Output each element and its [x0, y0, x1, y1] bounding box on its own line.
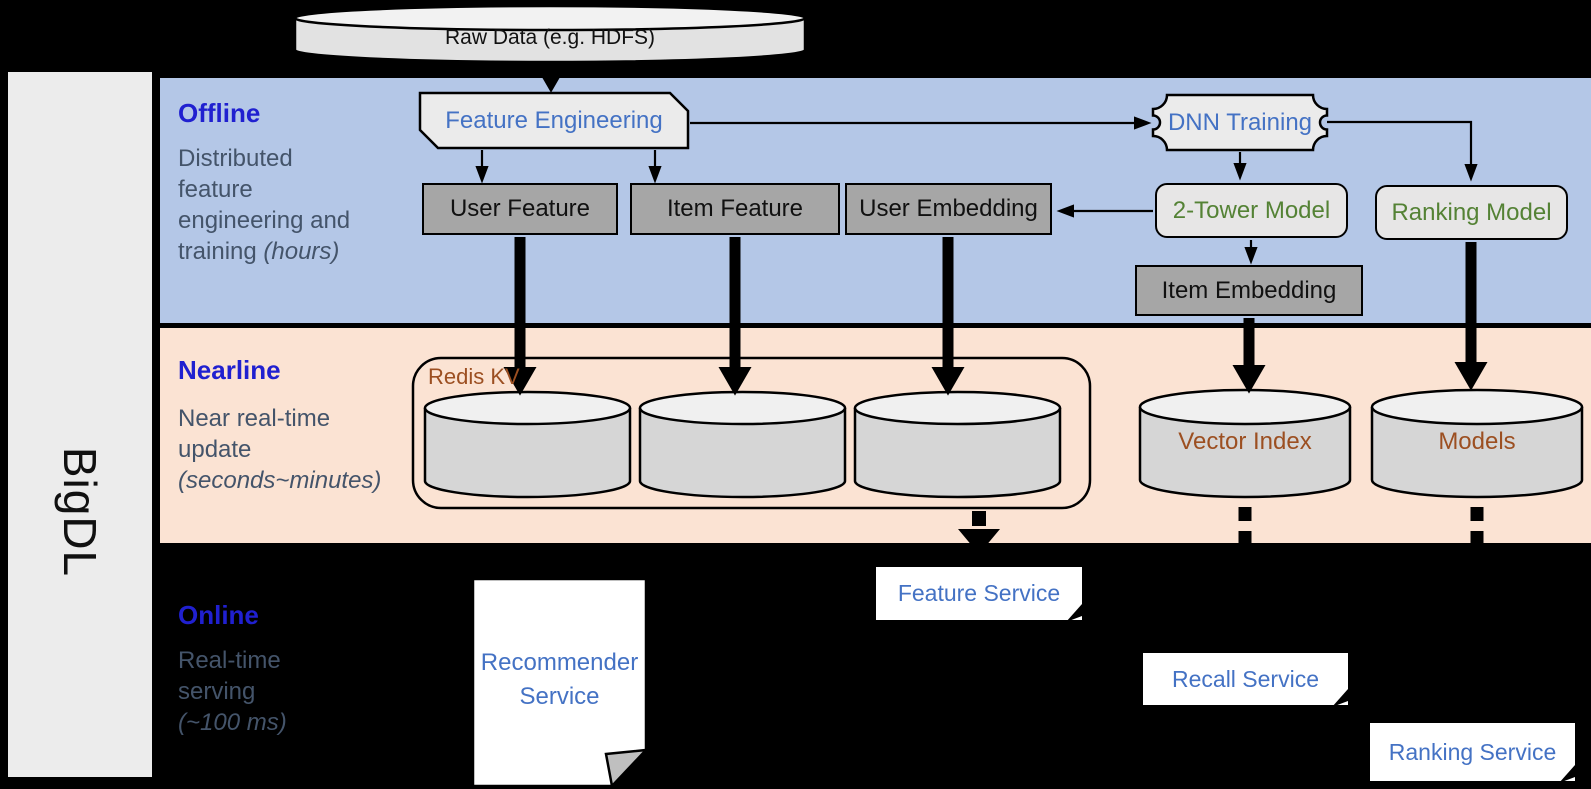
item-embedding-label: Item Embedding: [1161, 276, 1337, 304]
nearline-desc-line2: update: [178, 436, 252, 463]
recall-service-label: Recall Service: [1172, 665, 1319, 692]
user-feature-label: User Feature: [449, 195, 591, 222]
two-tower-model-box: [1155, 183, 1348, 238]
online-lane-desc: Real-time serving (~100 ms): [178, 645, 398, 738]
user-embedding-label: User Embedding: [859, 195, 1038, 222]
dnn-training-shape: [1151, 93, 1329, 152]
feature-service-label: Feature Service: [897, 580, 1061, 606]
offline-lane-desc: Distributed feature engineering and trai…: [178, 143, 428, 267]
redis-kv-label: Redis KV: [428, 364, 520, 389]
offline-desc-line3: engineering and: [178, 207, 351, 234]
user-feature-box: [422, 183, 618, 235]
nearline-desc-line3: (seconds~minutes): [178, 467, 382, 494]
feature-service-box: [876, 567, 1082, 622]
offline-desc-line1: Distributed: [178, 145, 293, 172]
raw-data-label: Raw Data (e.g. HDFS): [444, 26, 656, 49]
online-desc-line3: (~100 ms): [178, 709, 287, 736]
offline-lane-title: Offline: [178, 98, 261, 128]
redis-cylinder-2: [638, 390, 847, 499]
ranking-service-box: [1370, 723, 1575, 783]
item-embedding-box: [1135, 265, 1363, 316]
feature-engineering-label: Feature Engineering: [445, 106, 663, 134]
nearline-desc-line1: Near real-time: [178, 405, 331, 432]
dnn-training-label: DNN Training: [1167, 108, 1313, 136]
ranking-service-label: Ranking Service: [1388, 738, 1557, 765]
models-label: Models: [1438, 428, 1516, 455]
offline-desc-line2: feature: [178, 176, 253, 203]
thick-arrows: [503, 61, 1488, 396]
models-cylinder: [1370, 388, 1584, 499]
redis-cylinder-3: [853, 390, 1062, 499]
online-desc-line1: Real-time: [178, 647, 281, 674]
thin-arrows: [475, 116, 1478, 265]
vector-index-cylinder: [1138, 388, 1352, 499]
recommender-service-label: Recommender Service: [480, 649, 639, 710]
two-tower-model-label: 2-Tower Model: [1172, 196, 1331, 224]
nearline-lane-title: Nearline: [178, 355, 281, 385]
dashed-connectors: [972, 507, 1484, 545]
item-feature-label: Item Feature: [666, 195, 804, 222]
offline-desc-line4: training (hours): [178, 238, 340, 265]
redis-kv-container: [411, 356, 1092, 510]
recall-service-box: [1143, 653, 1348, 707]
online-desc-line2: serving: [178, 678, 256, 705]
user-embedding-box: [845, 183, 1052, 235]
ranking-model-box: [1375, 185, 1568, 240]
feature-service-arrowhead: [958, 529, 1000, 547]
online-lane-title: Online: [178, 600, 259, 630]
vector-index-label: Vector Index: [1178, 428, 1312, 455]
item-feature-box: [630, 183, 840, 235]
ranking-model-label: Ranking Model: [1391, 198, 1552, 226]
nearline-lane-desc: Near real-time update (seconds~minutes): [178, 403, 438, 496]
bigdl-sidebar: BigDL: [8, 72, 152, 777]
redis-cylinder-1: [423, 390, 632, 499]
feature-engineering-shape: [418, 91, 690, 150]
recommender-service-document: [471, 577, 650, 789]
